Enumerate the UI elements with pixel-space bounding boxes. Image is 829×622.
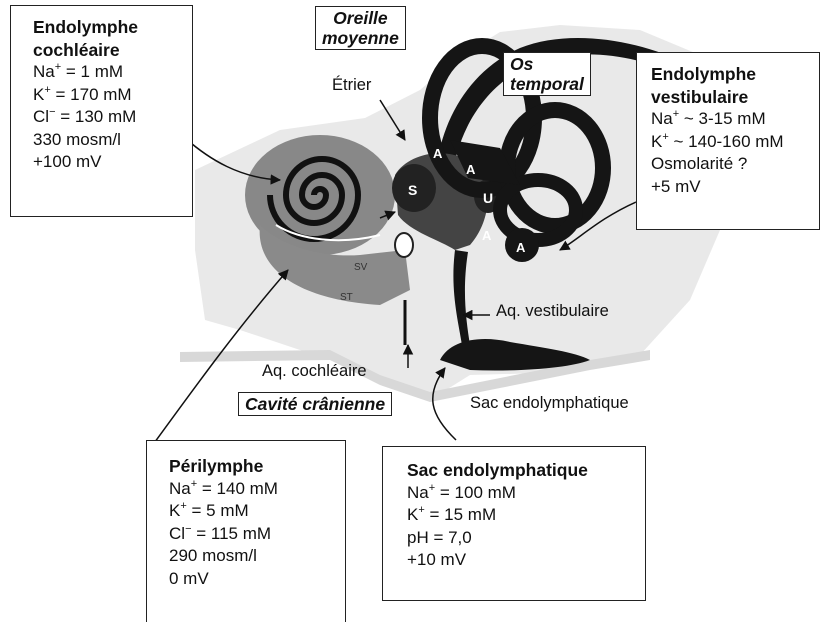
label-etrier: Étrier <box>332 76 371 95</box>
ph-line: pH = 7,0 <box>407 527 635 550</box>
label-oreille-moyenne: Oreille moyenne <box>315 6 406 50</box>
title-line-1: Endolymphe <box>651 63 809 86</box>
na-line: Na+ = 1 mM <box>33 61 182 84</box>
box-perilymphe: Périlymphe Na+ = 140 mM K+ = 5 mM Cl− = … <box>146 440 346 622</box>
cl-line: Cl− = 115 mM <box>169 523 335 546</box>
letter-a3: A <box>482 228 492 243</box>
letter-a2: A <box>466 162 476 177</box>
osm-line: 330 mosm/l <box>33 129 182 152</box>
title-line-2: vestibulaire <box>651 86 809 109</box>
cl-line: Cl− = 130 mM <box>33 106 182 129</box>
letter-a4: A <box>516 240 526 255</box>
label-aq-cochleaire: Aq. cochléaire <box>262 362 367 381</box>
k-line: K+ = 170 mM <box>33 84 182 107</box>
osm-line: Osmolarité ? <box>651 153 809 176</box>
box-sac-endolymphatique: Sac endolymphatique Na+ = 100 mM K+ = 15… <box>382 446 646 601</box>
label-sac-endolymphatique: Sac endolymphatique <box>470 394 629 413</box>
label-os-temporal: Os temporal <box>503 52 591 96</box>
letter-a1: A <box>433 146 443 161</box>
label-sv: SV <box>354 262 368 273</box>
mv-line: +10 mV <box>407 549 635 572</box>
letter-s: S <box>408 182 417 198</box>
label-st: ST <box>340 292 353 303</box>
letter-u: U <box>483 190 493 206</box>
label-aq-vestibulaire: Aq. vestibulaire <box>496 302 609 321</box>
osm-line: 290 mosm/l <box>169 545 335 568</box>
na-line: Na+ = 140 mM <box>169 478 335 501</box>
mv-line: +5 mV <box>651 176 809 199</box>
k-line: K+ = 5 mM <box>169 500 335 523</box>
na-line: Na+ = 100 mM <box>407 482 635 505</box>
mv-line: +100 mV <box>33 151 182 174</box>
title: Sac endolymphatique <box>407 459 635 482</box>
round-window <box>395 233 413 257</box>
box-endolymphe-cochleaire: Endolymphe cochléaire Na+ = 1 mM K+ = 17… <box>10 5 193 217</box>
label-cavite-cranienne: Cavité crânienne <box>238 392 392 416</box>
box-endolymphe-vestibulaire: Endolymphe vestibulaire Na+ ~ 3-15 mM K+… <box>636 52 820 230</box>
na-line: Na+ ~ 3-15 mM <box>651 108 809 131</box>
title-line-2: cochléaire <box>33 39 182 62</box>
title-line-1: Endolymphe <box>33 16 182 39</box>
k-line: K+ ~ 140-160 mM <box>651 131 809 154</box>
title: Périlymphe <box>169 455 335 478</box>
mv-line: 0 mV <box>169 568 335 591</box>
k-line: K+ = 15 mM <box>407 504 635 527</box>
